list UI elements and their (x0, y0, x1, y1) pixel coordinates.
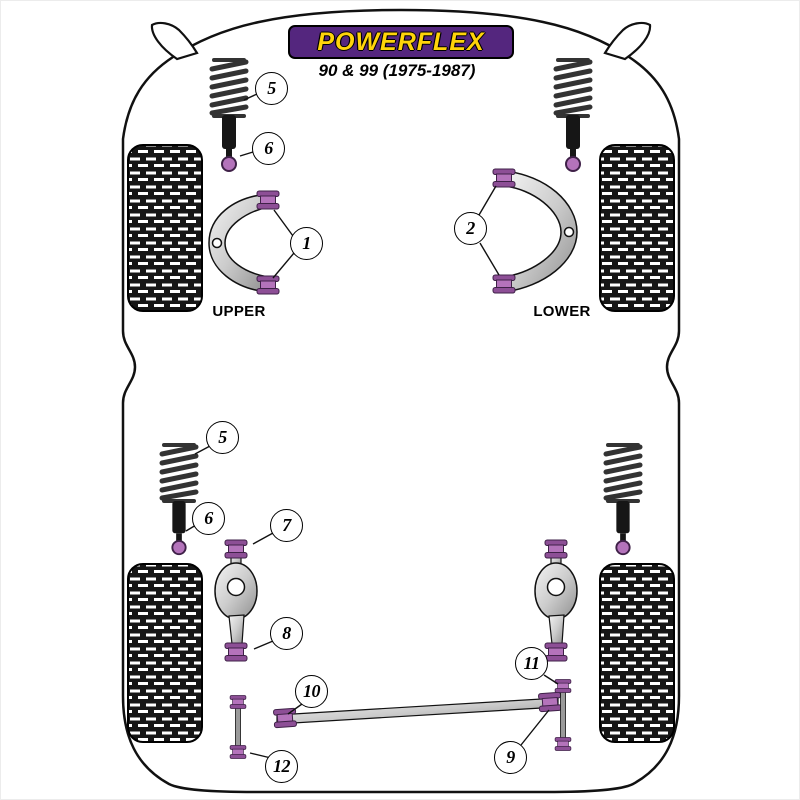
label-upper: UPPER (212, 303, 266, 320)
upper-wishbone-front-bushing (256, 190, 280, 210)
right-drop-link (554, 679, 572, 751)
anti-roll-bar (272, 691, 563, 729)
front-upper-wishbone (208, 190, 280, 295)
powerflex-logo-text: POWERFLEX (317, 27, 485, 56)
callout-rear-shock: 6 (192, 502, 225, 535)
link-top-bushing (554, 679, 572, 693)
callout-trailing-arm-top: 7 (270, 509, 303, 542)
callout-front-spring: 5 (255, 72, 288, 105)
right-mirror (603, 21, 652, 61)
tire-front-right (599, 144, 675, 312)
rear-right-trailing-arm (534, 539, 578, 662)
link-bottom-bushing (554, 737, 572, 751)
callout-leader-lines (185, 93, 559, 759)
trailing-arm-top-bushing (224, 539, 248, 559)
callout-arb-right-mount: 9 (494, 741, 527, 774)
tire-rear-left (127, 563, 203, 743)
tire-front-left (127, 144, 203, 312)
callout-front-shock-bushing: 6 (252, 132, 285, 165)
callout-right-drop-link: 11 (515, 647, 548, 680)
tire-rear-right (599, 563, 675, 743)
model-subtitle: 90 & 99 (1975-1987) (318, 61, 476, 80)
link-top-bushing (229, 695, 247, 709)
lower-wishbone-front-bushing (492, 168, 516, 188)
rear-left-trailing-arm (214, 539, 258, 662)
callout-lower-wishbone: 2 (454, 212, 487, 245)
label-lower: LOWER (533, 303, 591, 320)
car-body-outline (121, 8, 681, 794)
callout-trailing-arm-bottom: 8 (270, 617, 303, 650)
powerflex-logo: POWERFLEX (288, 25, 514, 59)
callout-upper-wishbone: 1 (290, 227, 323, 260)
trailing-arm-top-bushing (544, 539, 568, 559)
upper-wishbone-rear-bushing (256, 275, 280, 295)
trailing-arm-bottom-bushing (544, 642, 568, 662)
left-mirror (150, 21, 199, 61)
left-drop-link (229, 695, 247, 759)
callout-left-drop-link: 12 (265, 750, 298, 783)
front-lower-wishbone (492, 168, 578, 294)
lower-wishbone-rear-bushing (492, 274, 516, 294)
callout-arb-left-mount: 10 (295, 675, 328, 708)
callout-rear-spring: 5 (206, 421, 239, 454)
link-bottom-bushing (229, 745, 247, 759)
trailing-arm-bottom-bushing (224, 642, 248, 662)
